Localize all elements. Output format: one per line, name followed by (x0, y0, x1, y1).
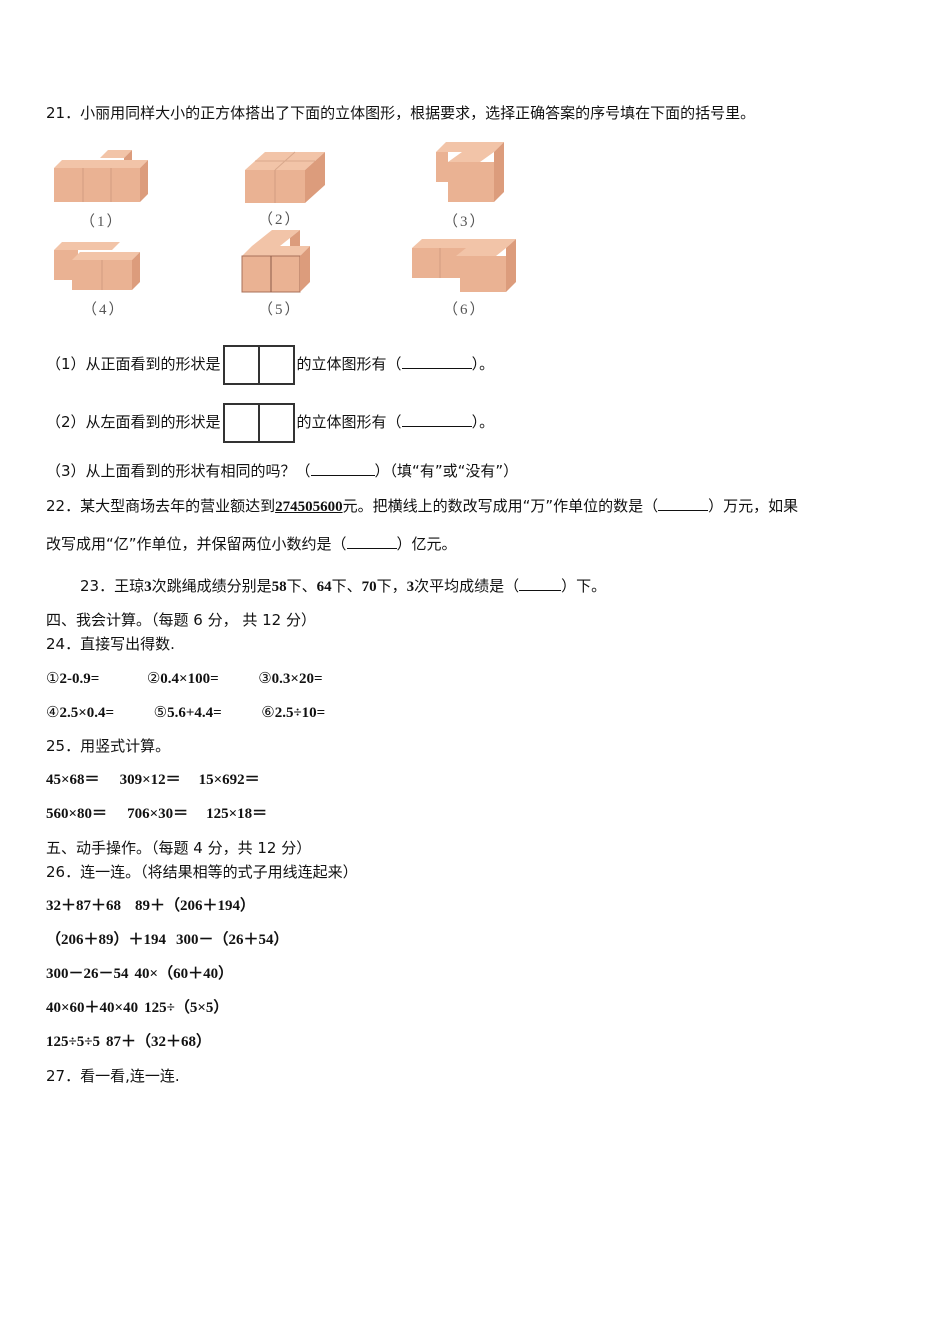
q24-item-5: ⑤5.6+4.4= (153, 703, 222, 721)
figure-label-5: （5） (258, 302, 302, 318)
q23-text: 下、 (331, 577, 362, 595)
q21-sub3-end: ）（填“有”或“没有”） (374, 462, 519, 480)
q26-right-expr[interactable]: 125÷（5×5） (144, 1000, 229, 1016)
figure-label-2: （2） (258, 212, 302, 228)
q25-stem: 25．用竖式计算。 (46, 737, 171, 755)
q24-item-6: ⑥2.5÷10= (261, 703, 326, 721)
q22-line1: 22．某大型商场去年的营业额达到274505600元。把横线上的数改写成用“万”… (46, 496, 798, 517)
q25-expr: 560×80＝ (46, 806, 108, 822)
cube-figure-3 (436, 142, 504, 202)
q23-number: 3 (144, 579, 152, 595)
q24-item-4: ④2.5×0.4= (46, 703, 115, 721)
q25-expr: 125×18＝ (206, 806, 268, 822)
q22-text: ）万元，如果 (708, 497, 799, 515)
q23-number: 70 (361, 579, 377, 595)
section-4-title: 四、我会计算。（每题 6 分， 共 12 分） (46, 611, 316, 629)
q21-sub3-prefix: （3）从上面看到的形状有相同的吗？（ (46, 462, 311, 480)
q23-text: 下、 (286, 577, 317, 595)
q26-right-expr[interactable]: 87＋（32＋68） (105, 1034, 211, 1050)
cube-figure-6 (412, 239, 516, 292)
q26-right-expr[interactable]: 40×（60＋40） (134, 966, 234, 982)
q25-expr: 45×68＝ (46, 772, 100, 788)
q22-line2: 改写成用“亿”作单位，并保留两位小数约是（ ）亿元。 (46, 534, 457, 554)
q26-row: 125÷5÷5 87＋（32＋68） (46, 1032, 211, 1052)
answer-blank-21-1[interactable] (401, 354, 472, 369)
q23-text: 下， (376, 577, 407, 595)
q22-text: ）亿元。 (396, 535, 457, 553)
q26-row: 300－26－54 40×（60＋40） (46, 964, 233, 984)
q22-text: 22．某大型商场去年的营业额达到 (46, 497, 276, 515)
q25-expr: 309×12＝ (119, 772, 181, 788)
q26-left-expr[interactable]: 40×60＋40×40 (46, 1000, 139, 1016)
q24-row2: ④2.5×0.4= ⑤5.6+4.4= ⑥2.5÷10= (46, 702, 325, 723)
q26-left-expr[interactable]: 125÷5÷5 (46, 1034, 100, 1050)
figure-label-1: （1） (80, 214, 124, 230)
q23-text: 次跳绳成绩分别是 (151, 577, 272, 595)
q23-number: 58 (271, 579, 287, 595)
q23-number: 64 (316, 579, 332, 595)
q26-row: 32＋87＋68 89＋（206＋194） (46, 896, 255, 916)
figure-label-4: （4） (82, 302, 126, 318)
q23-text: 23．王琼 (80, 577, 145, 595)
q26-left-expr[interactable]: （206＋89）＋194 (46, 932, 167, 948)
answer-blank-23[interactable] (519, 576, 562, 591)
q26-right-expr[interactable]: 89＋（206＋194） (135, 898, 256, 914)
answer-blank-22-2[interactable] (346, 534, 397, 549)
cube-figure-1 (54, 150, 148, 202)
q22-text: 元。把横线上的数改写成用“万”作单位的数是（ (342, 497, 659, 515)
q23-text: ）下。 (561, 577, 607, 595)
answer-blank-22-1[interactable] (658, 496, 709, 511)
figure-label-3: （3） (443, 214, 487, 230)
q21-sub2-prefix: （2）从左面看到的形状是 (46, 413, 221, 431)
q21-sub2-end: ）。 (471, 413, 495, 431)
q21-sub1: （1）从正面看到的形状是 的立体图形有（ ）。 (46, 344, 494, 385)
q26-left-expr[interactable]: 300－26－54 (46, 966, 129, 982)
q21-sub1-end: ）。 (471, 355, 495, 373)
q21-sub1-prefix: （1）从正面看到的形状是 (46, 355, 221, 373)
q26-row: （206＋89）＋194 300－（26＋54） (46, 930, 289, 950)
q27-stem: 27．看一看,连一连. (46, 1067, 180, 1085)
q21-sub1-suffix: 的立体图形有（ (296, 355, 402, 373)
q25-expr: 15×692＝ (198, 772, 260, 788)
q25-row1: 45×68＝ 309×12＝ 15×692＝ (46, 770, 260, 790)
q21-sub2-suffix: 的立体图形有（ (296, 413, 402, 431)
cube-figure-4 (54, 242, 140, 290)
q24-item-3: ③0.3×20= (258, 669, 323, 687)
q21-sub3: （3）从上面看到的形状有相同的吗？（ ）（填“有”或“没有”） (46, 461, 518, 481)
q21-stem: 21．小丽用同样大小的正方体搭出了下面的立体图形，根据要求，选择正确答案的序号填… (46, 104, 756, 122)
q26-stem: 26．连一连。（将结果相等的式子用线连起来） (46, 863, 358, 881)
q22-underlined-number: 274505600 (275, 499, 343, 515)
q23-text: 次平均成绩是（ (414, 577, 520, 595)
q24-stem: 24．直接写出得数. (46, 635, 175, 653)
q25-row2: 560×80＝ 706×30＝ 125×18＝ (46, 804, 267, 824)
q26-right-expr[interactable]: 300－（26＋54） (176, 932, 289, 948)
q24-item-2: ②0.4×100= (146, 669, 219, 687)
cube-figure-5 (241, 230, 310, 293)
q23-number: 3 (406, 579, 415, 595)
q23-line: 23．王琼3次跳绳成绩分别是58下、64下、70下，3次平均成绩是（）下。 (80, 576, 606, 597)
left-view-shape (222, 402, 295, 443)
cube-figure-2 (245, 151, 325, 203)
section-5-title: 五、动手操作。（每题 4 分，共 12 分） (46, 839, 312, 857)
q22-text: 改写成用“亿”作单位，并保留两位小数约是（ (46, 535, 347, 553)
q26-row: 40×60＋40×40 125÷（5×5） (46, 998, 228, 1018)
front-view-shape (222, 344, 295, 385)
answer-blank-21-2[interactable] (401, 412, 472, 427)
q25-expr: 706×30＝ (127, 806, 189, 822)
figure-label-6: （6） (443, 302, 487, 318)
q21-sub2: （2）从左面看到的形状是 的立体图形有（ ）。 (46, 402, 494, 443)
q26-left-expr[interactable]: 32＋87＋68 (46, 898, 122, 914)
answer-blank-21-3[interactable] (310, 461, 375, 476)
q24-item-1: ①2-0.9= (46, 669, 100, 687)
q24-row1: ①2-0.9= ②0.4×100= ③0.3×20= (46, 668, 323, 689)
